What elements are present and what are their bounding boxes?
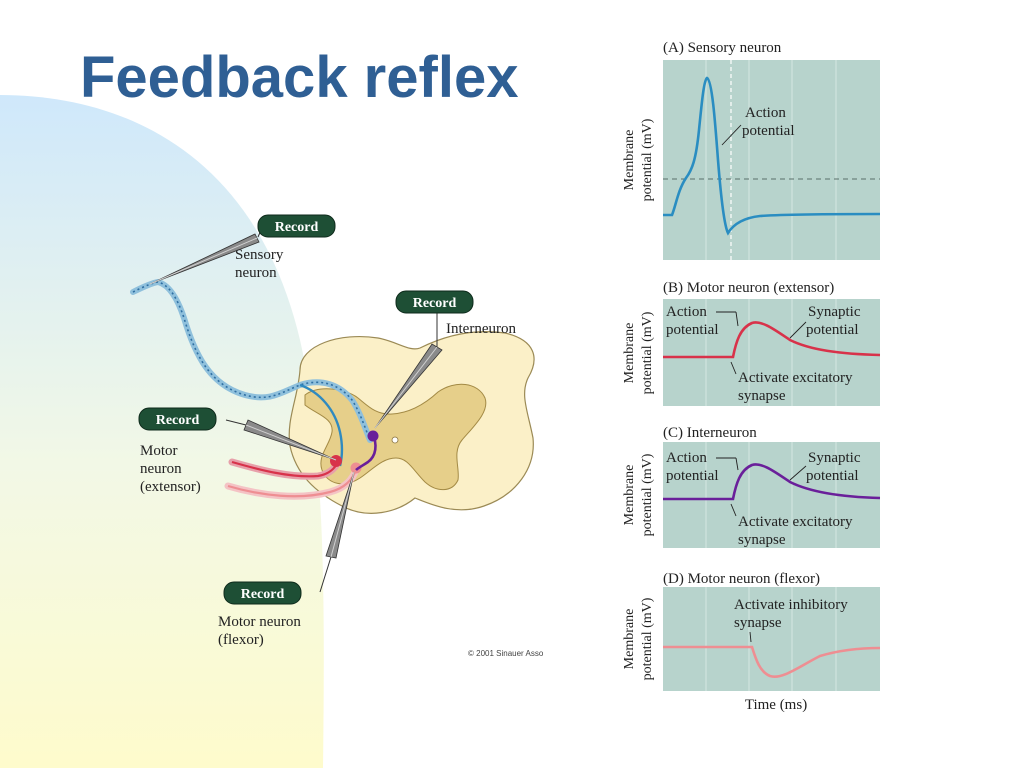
label-motor-extensor-line2: neuron: [140, 461, 182, 477]
panel-c-activate-line2: synapse: [738, 532, 786, 548]
panel-d-title: (D) Motor neuron (flexor): [663, 571, 820, 587]
panel-d-activate-line2: synapse: [734, 615, 782, 631]
panel-b-action-line2: potential: [666, 322, 719, 338]
panel-a-annotation-pointer: [721, 124, 742, 146]
lead-motor-extensor: [225, 419, 247, 426]
panel-b-ylabel-line2: potential (mV): [640, 311, 655, 394]
svg-text:Record: Record: [156, 413, 200, 428]
electrode-sensory: [149, 233, 260, 285]
panel-d-activate-pointer: [749, 631, 752, 643]
panel-b-action-line1: Action: [666, 304, 707, 320]
record-tag-interneuron: Record: [395, 290, 474, 314]
label-sensory-neuron-line2: neuron: [235, 265, 277, 281]
panel-a-plot-area: [663, 60, 880, 260]
panel-c-action-line2: potential: [666, 468, 719, 484]
record-tag-motor-extensor: Record: [138, 407, 217, 431]
copyright-notice: © 2001 Sinauer Asso: [468, 649, 544, 658]
panel-b-synaptic-pointer: [789, 321, 807, 339]
panel-a-title: (A) Sensory neuron: [663, 40, 782, 56]
panel-a-annotation-line2: potential: [742, 123, 795, 139]
panel-c-trace: [663, 463, 881, 501]
panel-c-action-line1: Action: [666, 450, 707, 466]
label-interneuron: Interneuron: [446, 321, 516, 337]
panel-c-synaptic-line2: potential: [806, 468, 859, 484]
record-tag-motor-flexor: Record: [223, 581, 302, 605]
panel-c-synaptic-pointer: [789, 465, 807, 481]
panel-b-synaptic-line1: Synaptic: [808, 304, 861, 320]
panel-d-xlabel: Time (ms): [745, 697, 807, 713]
panel-a-ylabel-line1: Membrane: [622, 130, 637, 191]
spinal-cord-diagram: Record Record Record Record Sensory neur…: [130, 214, 544, 658]
panel-d-ylabel-line1: Membrane: [622, 609, 637, 670]
panel-d-ylabel-line2: potential (mV): [640, 597, 655, 680]
panel-b-trace: [663, 321, 881, 359]
panel-a-trace: [663, 76, 881, 236]
panel-d-trace: [663, 645, 881, 678]
panel-b-motor-neuron-extensor: (B) Motor neuron (extensor) Action poten…: [622, 280, 881, 406]
panel-b-activate-pointer: [730, 361, 737, 375]
panel-a-annotation-line1: Action: [745, 105, 786, 121]
panel-d-activate-line1: Activate inhibitory: [734, 597, 848, 613]
panel-a-sensory-neuron: (A) Sensory neuron Action potential Memb…: [622, 40, 881, 260]
interneuron-fiber: [355, 431, 377, 471]
panel-c-activate-line1: Activate excitatory: [738, 514, 853, 530]
label-motor-extensor-line1: Motor: [140, 443, 178, 459]
panel-c-ylabel-line2: potential (mV): [640, 453, 655, 536]
label-sensory-neuron-line1: Sensory: [235, 247, 284, 263]
panel-b-synaptic-line2: potential: [806, 322, 859, 338]
motor-neuron-extensor-core: [231, 460, 339, 478]
motor-neuron-extensor-body: [330, 455, 342, 467]
panel-d-plot-area: [663, 587, 880, 691]
recording-panels: (A) Sensory neuron Action potential Memb…: [622, 40, 881, 713]
sensory-branch: [299, 383, 344, 467]
panel-c-synaptic-line1: Synaptic: [808, 450, 861, 466]
label-motor-flexor-line1: Motor neuron: [218, 614, 301, 630]
panel-c-title: (C) Interneuron: [663, 425, 757, 441]
panel-b-title: (B) Motor neuron (extensor): [663, 280, 834, 296]
label-motor-flexor-line2: (flexor): [218, 632, 264, 648]
panel-b-activate-line2: synapse: [738, 388, 786, 404]
central-canal: [391, 436, 399, 444]
panel-c-activate-pointer: [730, 503, 737, 517]
record-tag-sensory: Record: [257, 214, 336, 238]
panel-b-activate-line1: Activate excitatory: [738, 370, 853, 386]
svg-text:Record: Record: [275, 220, 319, 235]
motor-neuron-flexor-core: [227, 469, 358, 498]
svg-text:Record: Record: [413, 296, 457, 311]
panel-c-ylabel-line1: Membrane: [622, 465, 637, 526]
slide-title: Feedback reflex: [80, 45, 519, 110]
motor-neuron-flexor-body: [350, 462, 362, 474]
sensory-neuron-fiber-core: [132, 281, 371, 441]
label-motor-extensor-line3: (extensor): [140, 479, 201, 495]
panel-b-ylabel-line1: Membrane: [622, 323, 637, 384]
svg-text:Record: Record: [241, 587, 285, 602]
lead-motor-flexor: [319, 556, 332, 593]
panel-d-motor-neuron-flexor: (D) Motor neuron (flexor) Activate inhib…: [622, 571, 881, 713]
interneuron-body: [367, 430, 379, 442]
panel-c-interneuron: (C) Interneuron Action potential Synapti…: [622, 425, 881, 548]
panel-a-ylabel-line2: potential (mV): [640, 118, 655, 201]
